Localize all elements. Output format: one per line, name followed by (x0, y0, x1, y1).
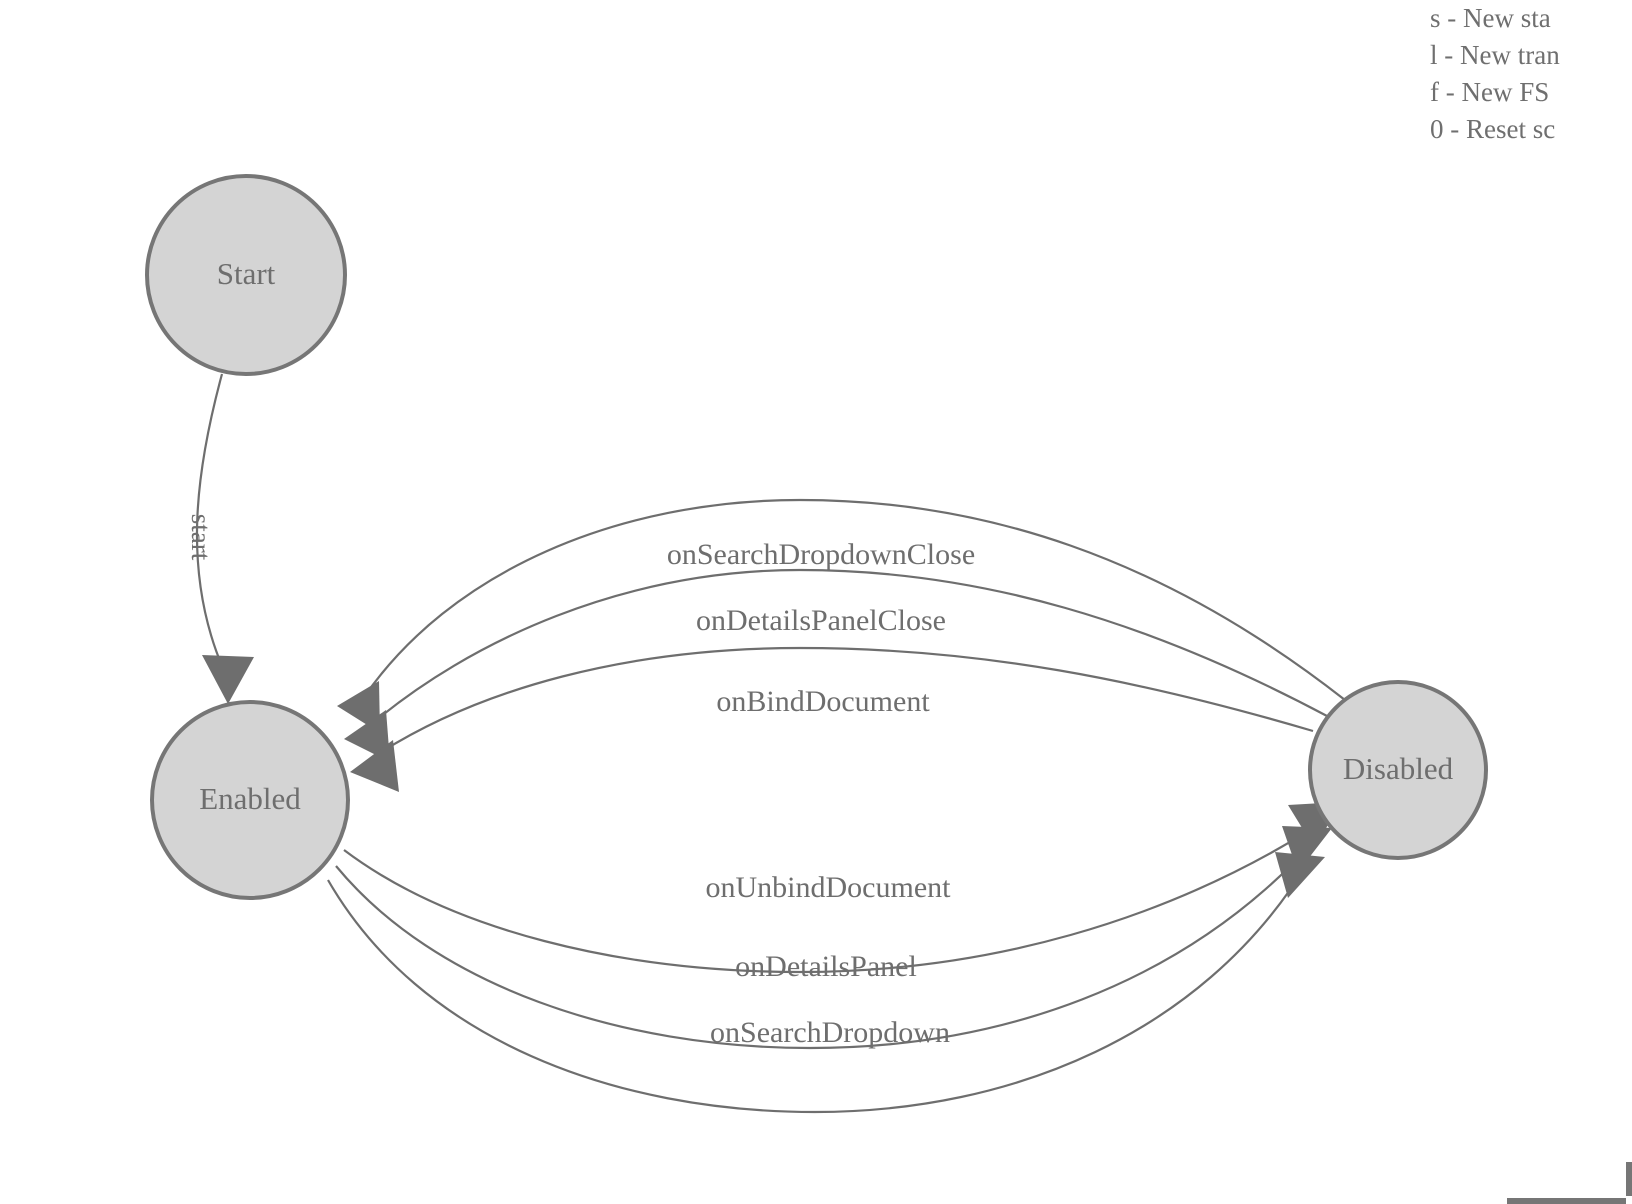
transition-label: onDetailsPanelClose (696, 604, 946, 637)
transition-enabled-disabled-unbind-document[interactable]: onUnbindDocument (343, 802, 1340, 974)
transition-disabled-enabled-search-dropdown-close[interactable]: onSearchDropdownClose (337, 498, 1346, 733)
state-node-circle[interactable] (150, 700, 350, 900)
transition-label: onUnbindDocument (706, 871, 952, 904)
state-node-circle[interactable] (1308, 680, 1488, 860)
state-node-circle[interactable] (145, 174, 347, 376)
transition-start-enabled[interactable]: start (186, 373, 254, 704)
transition-enabled-disabled-search-dropdown[interactable]: onSearchDropdown (327, 852, 1325, 1114)
state-node-start[interactable]: Start (145, 174, 347, 376)
arrowhead-icon (337, 681, 380, 733)
transition-disabled-enabled-details-panel-close[interactable]: onDetailsPanelClose (344, 568, 1328, 762)
transition-path[interactable] (361, 498, 1346, 701)
transition-path[interactable] (327, 871, 1303, 1114)
horizontal-scrollbar[interactable] (0, 1198, 1632, 1204)
arrowhead-icon (344, 710, 390, 762)
transition-enabled-disabled-details-panel[interactable]: onDetailsPanel (335, 826, 1332, 1050)
transition-label: onSearchDropdownClose (667, 538, 975, 571)
transition-disabled-enabled-bind-document[interactable]: onBindDocument (350, 646, 1314, 792)
state-node-label: Enabled (199, 781, 301, 816)
state-node-disabled[interactable]: Disabled (1308, 680, 1488, 860)
horizontal-scrollbar-thumb[interactable] (1507, 1198, 1626, 1204)
transition-label: start (186, 514, 216, 561)
transition-path[interactable] (195, 373, 224, 667)
state-node-enabled[interactable]: Enabled (150, 700, 350, 900)
vertical-scrollbar-thumb[interactable] (1626, 1162, 1632, 1196)
transition-label: onDetailsPanel (735, 950, 917, 983)
arrowhead-icon (1275, 852, 1325, 898)
transition-path[interactable] (367, 568, 1328, 728)
transition-label: onBindDocument (716, 685, 930, 718)
arrowhead-icon (202, 655, 254, 704)
state-node-label: Start (217, 256, 276, 291)
transition-label: onSearchDropdown (710, 1016, 950, 1049)
vertical-scrollbar[interactable] (1626, 0, 1632, 1204)
arrowhead-icon (350, 740, 399, 792)
transition-path[interactable] (374, 646, 1314, 757)
transition-path[interactable] (343, 824, 1319, 974)
state-node-label: Disabled (1343, 751, 1454, 786)
transition-path[interactable] (335, 847, 1309, 1050)
